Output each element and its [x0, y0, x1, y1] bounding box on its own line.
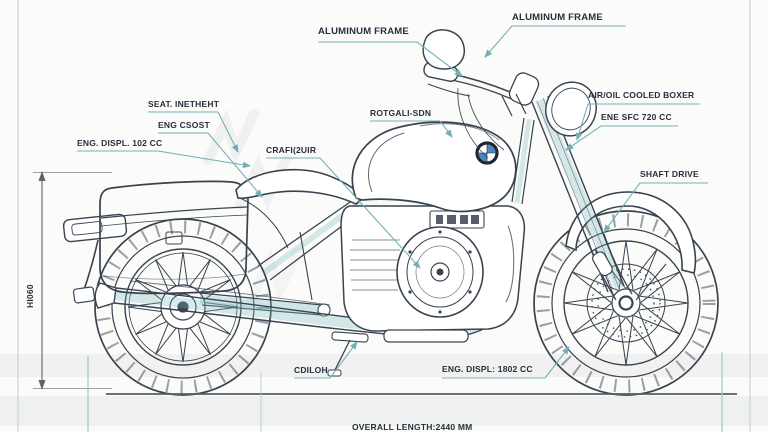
mirror-icon — [422, 29, 466, 70]
headlight — [545, 81, 597, 137]
engine — [340, 205, 526, 343]
instrument-pod — [508, 72, 540, 106]
label-overall-length: OVERALL LENGTH:2440 MM — [352, 422, 473, 432]
bmw-roundel-icon — [475, 141, 499, 165]
label-cdiloh: CDILOH — [294, 365, 328, 375]
saddlebag — [99, 180, 249, 295]
label-eng-csost: ENG CSOST — [158, 120, 210, 130]
extension-lines — [87, 352, 723, 432]
cover-bolts — [408, 230, 472, 314]
label-aluminum-frame-right: ALUMINUM FRAME — [512, 12, 603, 23]
leader-cdiloh — [294, 341, 358, 379]
label-ene-sfc: ENE SFC 720 CC — [601, 112, 672, 122]
leader-eng-displ-left — [77, 150, 252, 169]
leader-eng-displ-bottom — [442, 346, 570, 379]
leader-seat — [148, 111, 239, 153]
leader-aluminum-frame-left — [318, 41, 463, 77]
brake-lever — [427, 83, 471, 97]
leader-ene-sfc — [565, 125, 678, 151]
cylinder-fins — [350, 239, 400, 291]
leader-crafi — [266, 157, 421, 269]
front-fender — [565, 191, 697, 301]
leader-air-oil — [575, 103, 700, 142]
page-border-lines — [17, 0, 751, 432]
label-air-oil: AIR/OIL COOLED BOXER — [588, 90, 695, 100]
leader-eng-csost — [158, 132, 263, 198]
taillight-assembly — [62, 213, 128, 304]
label-shaft-drive: SHAFT DRIVE — [640, 169, 699, 179]
height-dimension — [33, 171, 112, 390]
frame-downtube — [511, 117, 535, 205]
oil-pan — [383, 329, 469, 343]
brake-disc — [586, 263, 666, 343]
label-crafi: CRAFI(2UIR — [266, 145, 317, 155]
foot-controls — [327, 331, 369, 377]
leader-shaft-drive — [603, 182, 708, 233]
label-eng-displ-bottom: ENG. DISPL: 1802 CC — [442, 364, 533, 374]
brake-caliper — [592, 251, 613, 277]
label-height-dimension: HI060 — [25, 284, 35, 308]
ground — [87, 352, 737, 432]
handlebar — [422, 29, 540, 159]
fuel-tank — [351, 121, 517, 213]
leader-aluminum-frame-right — [484, 25, 626, 58]
cables — [457, 87, 505, 159]
ground-shadow-bands — [0, 354, 768, 426]
front-axle — [619, 296, 633, 310]
label-eng-displ-left: ENG. DISPL. 102 CC — [77, 138, 163, 148]
leader-rotgali — [370, 120, 453, 138]
engine-badge-glyphs — [436, 215, 479, 224]
label-rotgali: ROTGALI-SDN — [370, 108, 432, 118]
label-aluminum-frame-left: ALUMINUM FRAME — [318, 26, 409, 37]
front-fork — [531, 95, 633, 310]
fishtail-tip — [94, 282, 117, 309]
callout-leaders — [77, 25, 708, 379]
risers — [501, 93, 527, 117]
front-wheel — [533, 210, 719, 396]
label-seat: SEAT. INETHEHT — [148, 99, 220, 109]
